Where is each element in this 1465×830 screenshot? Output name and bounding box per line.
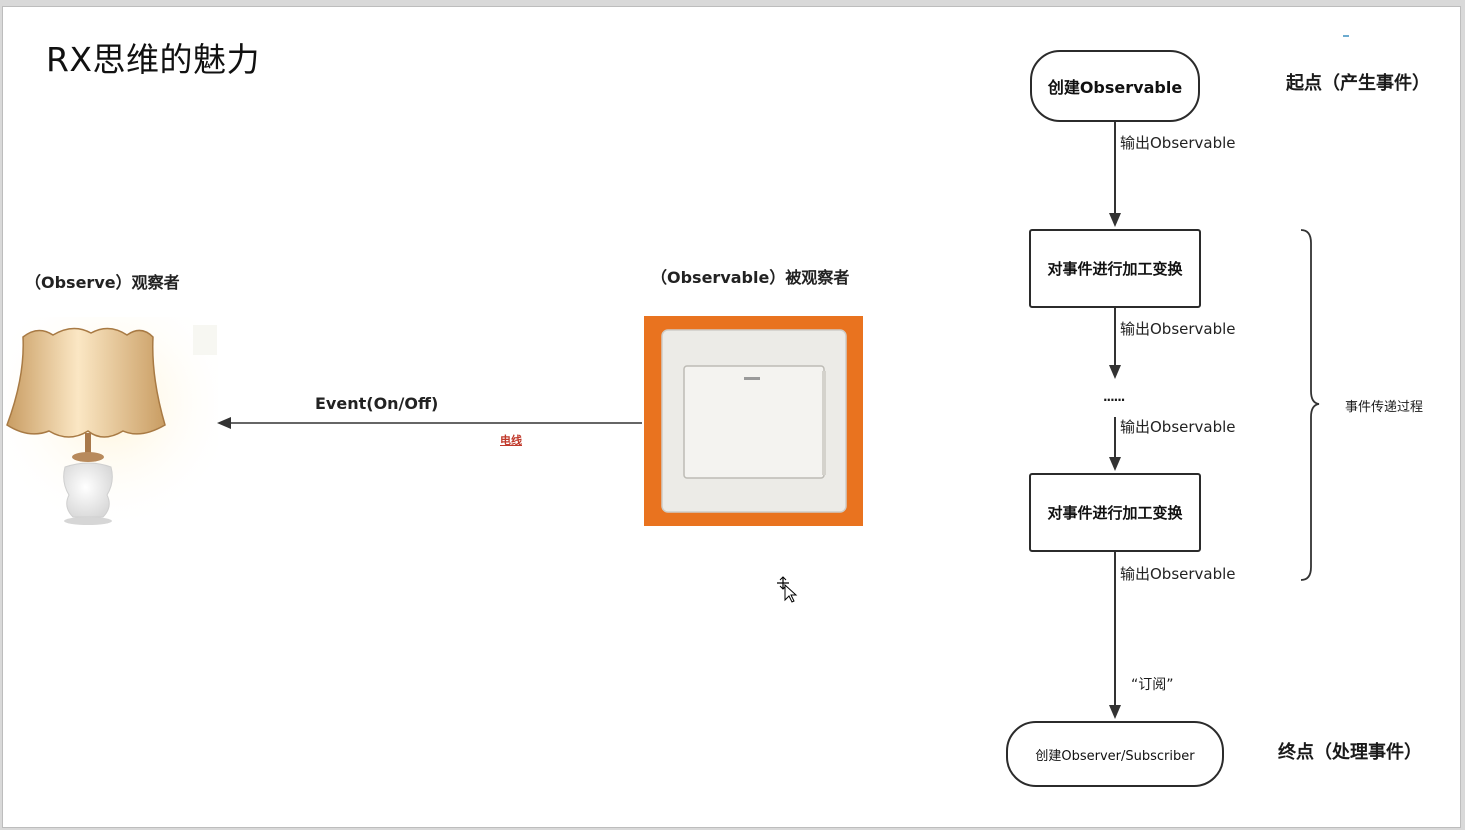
create-observable-box: 创建Observable [1030,50,1200,122]
flow-arrowhead-3 [1109,457,1121,471]
output-label-1: 输出Observable [1120,134,1236,152]
create-observer-box: 创建Observer/Subscriber [1006,721,1224,787]
output-label-4: 输出Observable [1120,565,1236,583]
switch-image [644,316,863,526]
flow-arrowhead-4 [1109,705,1121,719]
output-label-3: 输出Observable [1120,418,1236,436]
transform-box-1: 对事件进行加工变换 [1029,229,1201,308]
slide-title: RX思维的魅力 [46,40,261,79]
transform-box-2: 对事件进行加工变换 [1029,473,1201,552]
process-brace [1300,229,1320,581]
event-label: Event(On/Off) [315,394,439,413]
lamp-image [3,317,218,532]
mouse-cursor-icon [777,576,798,603]
connectors-layer [217,35,1349,719]
flow-arrowhead-1 [1109,213,1121,227]
wire-label: 电线 [500,434,522,447]
slide: RX思维的魅力 （Observe）观察者 [2,6,1461,828]
observable-label: （Observable）被观察者 [651,268,850,287]
flow-arrowhead-2 [1109,365,1121,379]
observer-label: （Observe）观察者 [25,273,180,292]
ellipsis: ...... [1103,390,1125,404]
end-point-label: 终点（处理事件） [1278,742,1422,763]
start-point-label: 起点（产生事件） [1286,73,1430,94]
output-label-2: 输出Observable [1120,320,1236,338]
process-label: 事件传递过程 [1345,400,1424,415]
subscribe-label: “订阅” [1131,677,1174,693]
event-arrowhead [217,417,231,429]
